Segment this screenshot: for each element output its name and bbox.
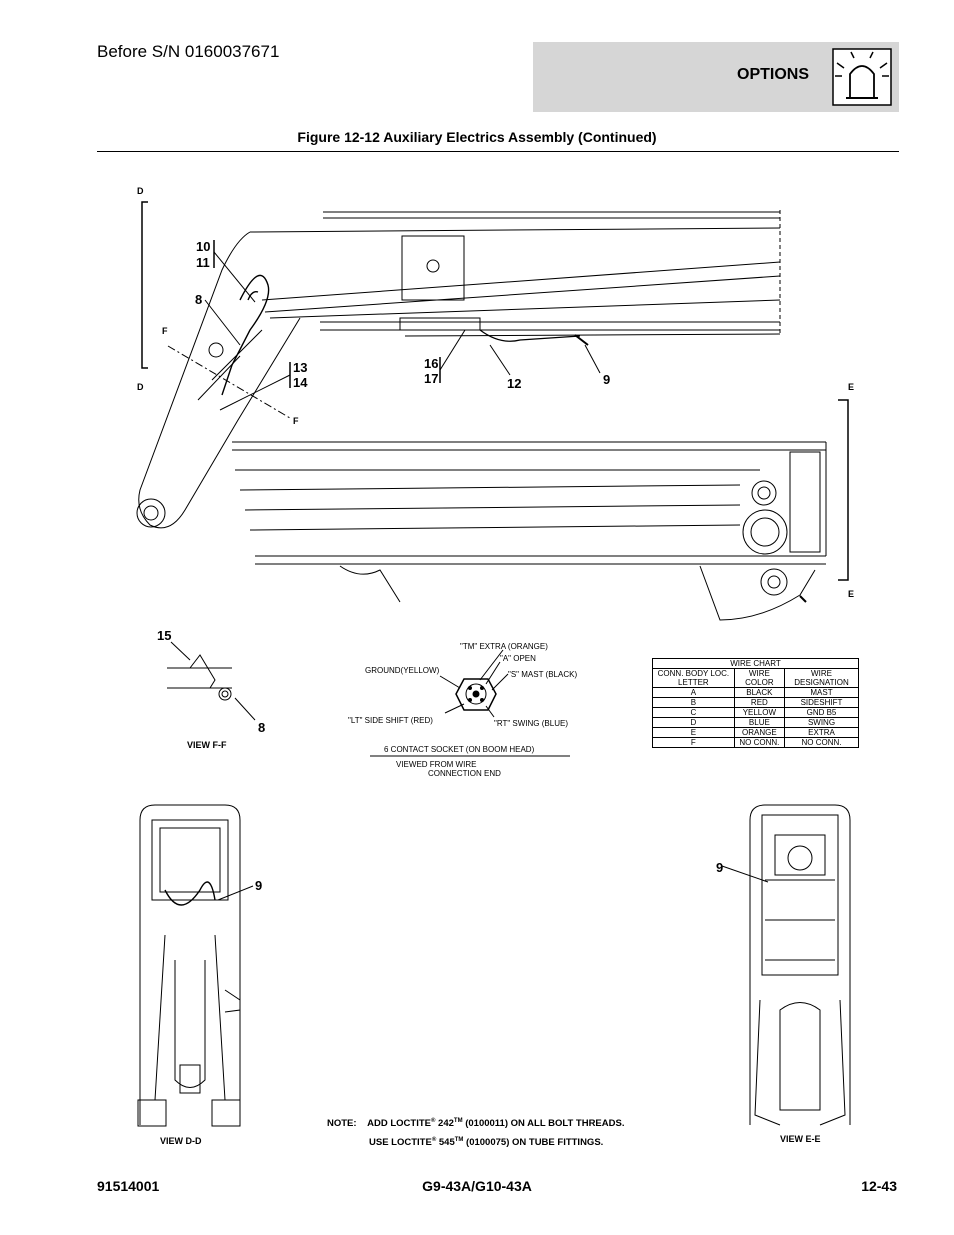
callout-16: 16 — [424, 356, 438, 371]
table-row: A BLACK MAST — [652, 687, 860, 698]
table-cell: C — [652, 707, 735, 718]
section-letter-e-bottom: E — [848, 589, 854, 599]
view-dd-label: VIEW D-D — [160, 1136, 202, 1146]
serial-number-text: Before S/N 0160037671 — [97, 42, 280, 61]
table-cell: YELLOW — [733, 707, 785, 718]
section-marker-e: E E — [838, 382, 854, 599]
socket-label-lt: "LT" SIDE SHIFT (RED) — [348, 716, 433, 725]
section-marker-d: D D — [137, 186, 148, 392]
table-cell: B — [652, 697, 735, 708]
socket-viewed-line1: VIEWED FROM WIRE — [396, 760, 476, 769]
figure-title: Figure 12-12 Auxiliary Electrics Assembl… — [297, 129, 657, 145]
view-ee-detail — [721, 804, 851, 1126]
table-cell: ORANGE — [733, 727, 785, 738]
table-cell: GND B5 — [783, 707, 860, 718]
callout-10: 10 — [196, 239, 210, 254]
table-cell: MAST — [783, 687, 860, 698]
callout-8-top: 8 — [195, 292, 202, 307]
socket-label-s: "S" MAST (BLACK) — [508, 670, 577, 679]
view-ff-detail — [167, 641, 256, 721]
table-row: F NO CONN. NO CONN. — [652, 737, 860, 748]
note-label: NOTE: — [327, 1118, 357, 1130]
callout-15: 15 — [157, 628, 171, 643]
view-ee-label: VIEW E-E — [780, 1134, 821, 1144]
boom-inner-view — [232, 441, 827, 621]
callout-11: 11 — [196, 255, 210, 270]
table-row: E ORANGE EXTRA — [652, 727, 860, 738]
note-line2-pre: USE LOCTITE — [369, 1137, 432, 1149]
table-row: D BLUE SWING — [652, 717, 860, 728]
note-line1-num: 242 — [438, 1118, 454, 1130]
view-dd-detail — [137, 804, 254, 1127]
socket-diagram — [370, 649, 570, 757]
note-line1-post: (0100011) ON ALL BOLT THREADS. — [465, 1118, 625, 1130]
table-cell: SIDESHIFT — [783, 697, 860, 708]
section-letter-d-top: D — [137, 186, 144, 196]
table-cell: NO CONN. — [733, 737, 785, 748]
table-cell: NO CONN. — [783, 737, 860, 748]
table-cell: SWING — [783, 717, 860, 728]
section-letter-f-top: F — [162, 326, 168, 336]
wire-chart-table: WIRE CHART CONN. BODY LOC. LETTER WIRE C… — [652, 658, 860, 748]
table-cell: EXTRA — [783, 727, 860, 738]
footer-page-number: 12-43 — [861, 1178, 897, 1194]
note-line1-reg: ® — [430, 1118, 436, 1124]
loctite-note: NOTE: ADD LOCTITE® 242TM (0100011) ON AL… — [327, 1113, 624, 1151]
socket-label-ground: GROUND(YELLOW) — [365, 666, 440, 675]
socket-label-tm: "TM" EXTRA (ORANGE) — [460, 642, 548, 651]
callout-13: 13 — [293, 360, 307, 375]
section-letter-d-bottom: D — [137, 382, 144, 392]
note-line2-reg: ® — [431, 1137, 437, 1144]
table-cell: F — [652, 737, 735, 748]
header-divider — [97, 151, 899, 152]
table-cell: BLUE — [733, 717, 785, 728]
table-cell: E — [652, 727, 735, 738]
note-line1-pre: ADD LOCTITE — [367, 1118, 431, 1130]
section-title: OPTIONS — [737, 66, 810, 83]
socket-viewed-line2: CONNECTION END — [428, 769, 501, 778]
boom-side-view — [136, 210, 781, 529]
section-letter-f-bottom: F — [293, 416, 299, 426]
callout-9-dd: 9 — [255, 878, 262, 893]
socket-label-rt: "RT" SWING (BLUE) — [494, 719, 568, 728]
table-row: C YELLOW GND B5 — [652, 707, 860, 718]
table-cell: BLACK — [733, 687, 785, 698]
footer-part-number: 91514001 — [97, 1178, 160, 1194]
callout-9-top: 9 — [603, 372, 610, 387]
note-line2-num: 545 — [438, 1137, 455, 1149]
table-row: B RED SIDESHIFT — [652, 697, 860, 708]
wire-chart-header: WIRE COLOR — [733, 668, 785, 688]
callout-12: 12 — [507, 376, 521, 391]
footer-model: G9-43A/G10-43A — [422, 1178, 532, 1194]
note-line2-post: (0100075) ON TUBE FITTINGS. — [466, 1137, 604, 1149]
section-letter-e-top: E — [848, 382, 854, 392]
table-cell: D — [652, 717, 735, 728]
note-line2-tm: TM — [454, 1137, 464, 1144]
socket-label-a: "A" OPEN — [500, 654, 536, 663]
note-line1-tm: TM — [453, 1118, 463, 1124]
callout-leaders-upper — [204, 240, 601, 411]
callout-14: 14 — [293, 375, 308, 390]
wire-chart-header: CONN. BODY LOC. LETTER — [652, 668, 735, 688]
socket-caption: 6 CONTACT SOCKET (ON BOOM HEAD) — [384, 745, 535, 754]
beacon-light-icon — [832, 48, 892, 106]
section-marker-f: F F — [162, 326, 299, 426]
callout-17: 17 — [424, 371, 438, 386]
callout-8-ff: 8 — [258, 720, 265, 735]
table-cell: A — [652, 687, 735, 698]
view-ff-label: VIEW F-F — [187, 740, 227, 750]
table-cell: RED — [733, 697, 785, 708]
callout-9-ee: 9 — [716, 860, 723, 875]
wire-chart-header: WIRE DESIGNATION — [783, 668, 860, 688]
wire-chart-title: WIRE CHART — [652, 658, 859, 669]
